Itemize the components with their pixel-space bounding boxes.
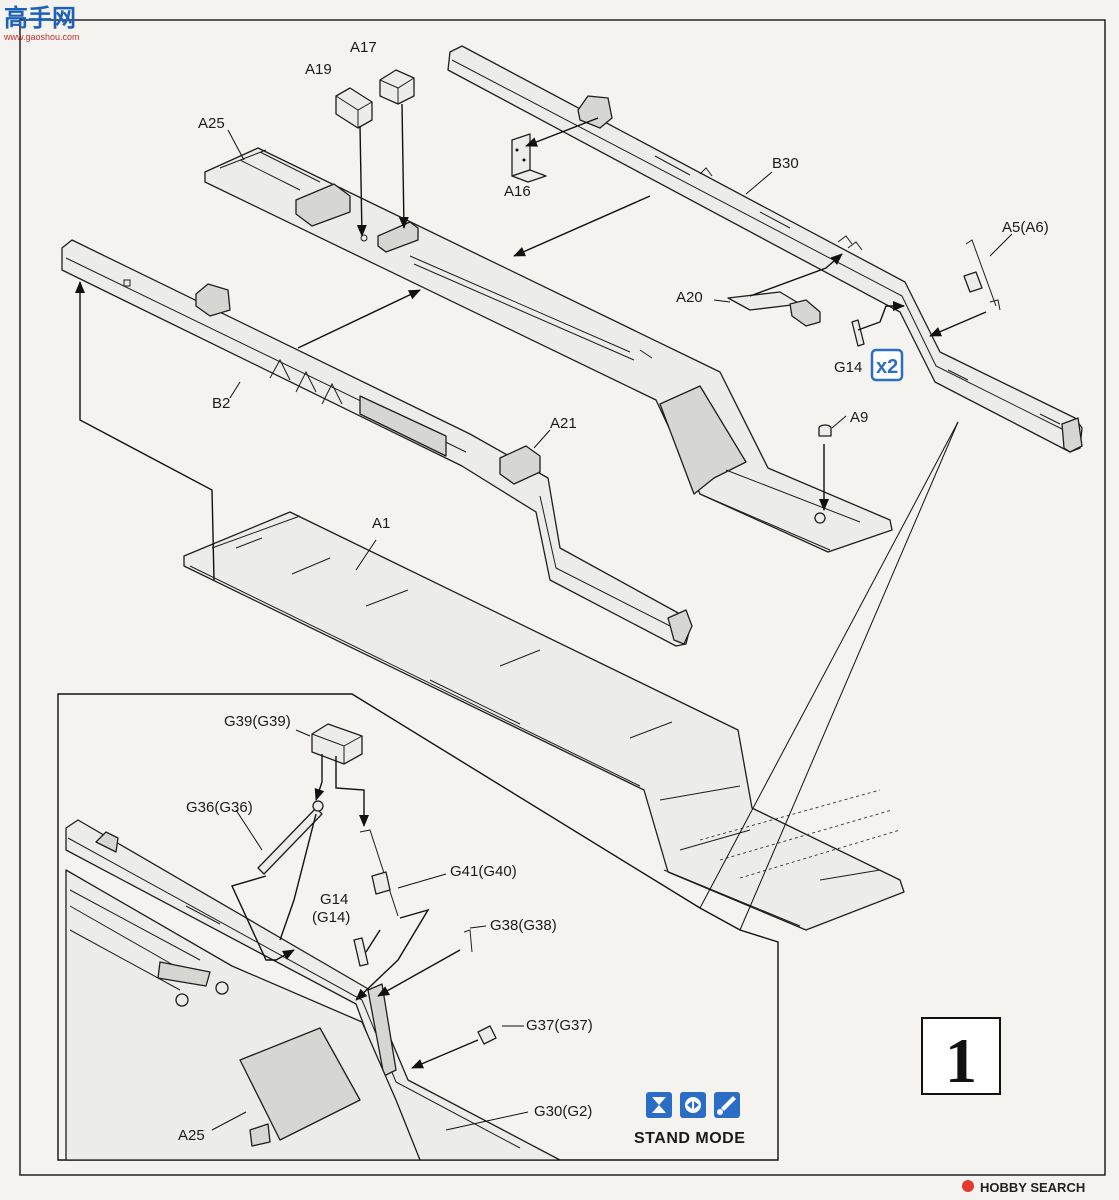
label-g39: G39(G39) [224, 713, 291, 730]
watermark-site: 高手网 [4, 4, 76, 32]
assembly-arrows-inset [231, 754, 479, 1069]
label-g14b: (G14) [312, 909, 350, 926]
label-a17: A17 [350, 39, 377, 56]
assemble-icon [680, 1092, 706, 1118]
label-a20: A20 [676, 289, 703, 306]
part-a16 [511, 133, 547, 183]
footer-brand: HOBBY SEARCH [962, 1180, 1085, 1195]
inset-part-g36 [257, 800, 324, 875]
label-g38: G38(G38) [490, 917, 557, 934]
leader-lines-inset [211, 729, 529, 1131]
label-a19: A19 [305, 61, 332, 78]
label-a5: A5(A6) [1002, 219, 1049, 236]
label-a1: A1 [372, 515, 390, 532]
label-g37: G37(G37) [526, 1017, 593, 1034]
part-a25-floor [204, 147, 893, 553]
step-number: 1 [945, 1025, 977, 1096]
label-a9: A9 [850, 409, 868, 426]
label-g30: G30(G2) [534, 1103, 592, 1120]
part-a20 [727, 291, 821, 327]
label-g36: G36(G36) [186, 799, 253, 816]
callout-lines [699, 421, 959, 931]
labels-upper: A17 A19 A25 A16 B30 A5(A6) A20 G14 B2 A2… [198, 39, 1049, 532]
part-a9 [818, 424, 832, 437]
label-a21: A21 [550, 415, 577, 432]
part-b2-rail [61, 239, 693, 647]
inset-part-g37 [477, 1025, 497, 1045]
leader-lines-upper [227, 129, 1013, 571]
inset-part-g41 [359, 829, 399, 917]
label-b2: B2 [212, 395, 230, 412]
watermark-url: www.gaoshou.com [3, 32, 80, 42]
hourglass-icon [646, 1092, 672, 1118]
label-a25: A25 [198, 115, 225, 132]
part-a17 [379, 69, 415, 105]
label-g14a: G14 [320, 891, 348, 908]
part-a1-hull [183, 511, 905, 931]
multiplier-badge: x2 [870, 348, 904, 382]
inset-part-g39 [311, 723, 363, 765]
label-b30: B30 [772, 155, 799, 172]
label-inset-a25: A25 [178, 1127, 205, 1144]
label-g41: G41(G40) [450, 863, 517, 880]
inset-part-g30-rail [65, 819, 561, 1161]
multiplier-text: x2 [876, 356, 898, 378]
inset-part-g38 [463, 929, 473, 953]
part-g14-strip [851, 319, 865, 347]
labels-inset: G39(G39) G36(G36) G41(G40) G14 (G14) G38… [178, 713, 593, 1144]
part-a19 [335, 87, 373, 129]
label-g14: G14 [834, 359, 862, 376]
paint-brush-icon [714, 1092, 740, 1118]
part-a5-rod [963, 239, 1001, 311]
label-a16: A16 [504, 183, 531, 200]
step-number-box: 1 [921, 1017, 1001, 1096]
assembly-arrows-upper [75, 103, 987, 581]
inset-part-g14 [353, 937, 369, 967]
watermark-logo: 高手网 www.gaoshou.com [3, 4, 80, 42]
part-b30-rail [447, 45, 1083, 453]
page-border [19, 19, 1106, 1176]
inset-part-a25-floor [65, 869, 421, 1161]
footer-brand-text: HOBBY SEARCH [980, 1180, 1085, 1195]
brand-logo-icon [962, 1180, 974, 1192]
stand-mode-label: STAND MODE [634, 1130, 745, 1147]
instruction-icons [646, 1092, 740, 1118]
